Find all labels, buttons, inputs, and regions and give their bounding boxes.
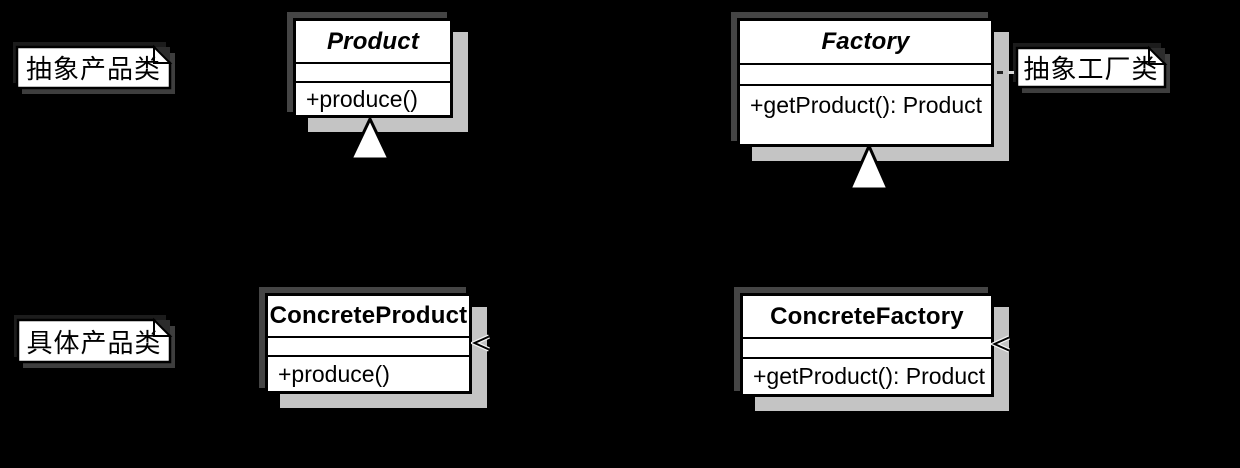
note-connector-dash [997,71,1003,74]
inheritance-arrow-icon [348,117,392,161]
class-factory: Factory +getProduct(): Product [737,18,994,147]
class-product-method: +produce() [306,85,418,112]
class-factory-method: +getProduct(): Product [750,92,983,118]
dependency-line [488,342,740,345]
class-concrete-product: ConcreteProduct +produce() [265,293,472,394]
class-concrete-factory: ConcreteFactory +getProduct(): Product [740,293,994,397]
class-product-attributes [296,64,450,83]
class-product-name: Product [296,21,450,64]
class-concrete-factory-name: ConcreteFactory [743,296,991,339]
class-concrete-factory-attributes [743,339,991,359]
class-product: Product +produce() [293,18,453,118]
inheritance-arrow-icon [847,144,891,191]
class-concrete-product-method: +produce() [278,360,390,387]
inheritance-line [867,189,870,293]
class-factory-name: Factory [740,21,991,65]
note-connector-dash [1008,71,1014,74]
dependency-line [1009,343,1240,346]
class-concrete-product-attributes [268,338,469,357]
note-shape [1013,43,1170,93]
note-abstract-factory: 抽象工厂类 [1023,54,1159,84]
note-shape [14,315,175,368]
class-concrete-product-name: ConcreteProduct [268,296,469,338]
note-connector-line [172,339,265,342]
class-factory-attributes [740,65,991,86]
inheritance-line [368,159,371,293]
note-shape [13,42,175,94]
class-concrete-factory-method: +getProduct(): Product [753,363,986,389]
note-connector-line [172,66,293,69]
note-abstract-product: 抽象产品类 [25,54,161,84]
note-concrete-product: 具体产品类 [26,327,162,358]
dependency-arrow-icon [471,334,490,352]
dependency-arrow-icon [991,335,1010,353]
